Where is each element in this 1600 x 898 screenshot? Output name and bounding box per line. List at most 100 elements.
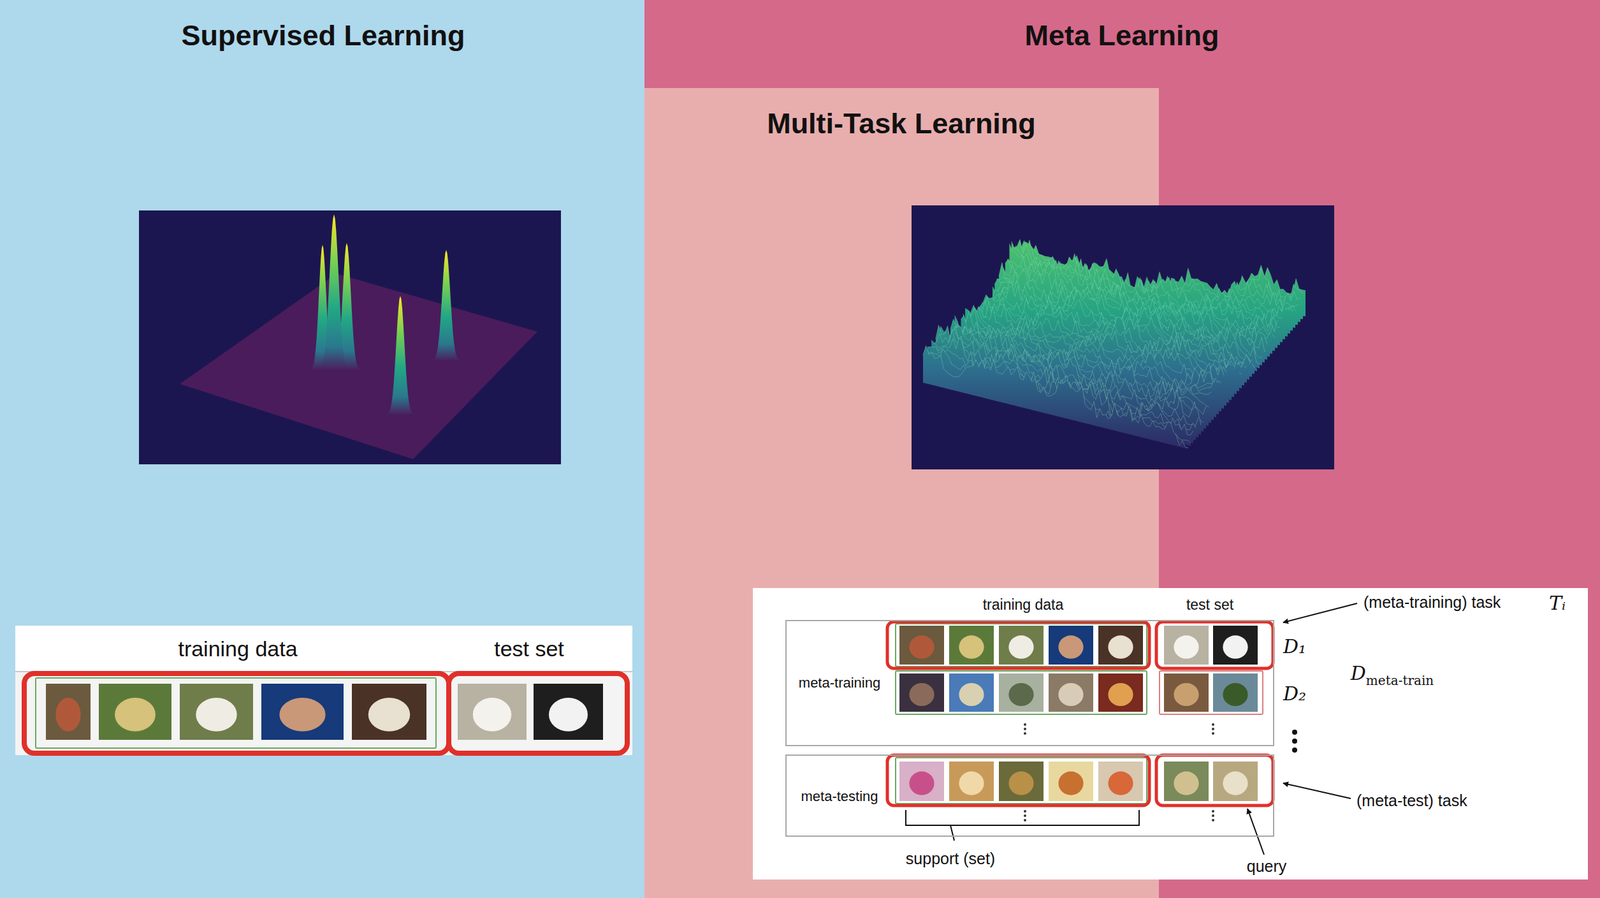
- column-header: training data: [177, 636, 298, 662]
- panel-title: Multi-Task Learning: [766, 107, 1036, 141]
- thumbnail-subject: [1107, 682, 1133, 706]
- thumbnail-subject: [1173, 771, 1199, 795]
- thumbnail-image: [1213, 673, 1258, 712]
- ground-plane: [179, 273, 538, 459]
- row-label: meta-testing: [800, 787, 878, 804]
- thumbnail-subject: [548, 697, 588, 732]
- highlight-frame: [1156, 754, 1273, 806]
- thumbnail-subject: [1107, 634, 1133, 659]
- panel-title: Meta Learning: [1024, 19, 1219, 53]
- thumbnail-subject: [1008, 634, 1034, 659]
- thumbnail-image: [1098, 625, 1143, 665]
- thumbnail-subject: [909, 682, 934, 706]
- ellipsis-dot: [1211, 809, 1215, 813]
- thumbnail-subject: [958, 771, 984, 795]
- supervised-panel: Supervised Learning training data test set: [0, 0, 645, 898]
- thumbnail-image: [899, 761, 945, 801]
- ellipsis-dot: [1023, 814, 1027, 817]
- math-symbol: Tᵢ: [1549, 592, 1566, 615]
- peak-spike: [314, 214, 352, 370]
- thumbnail-subject: [1173, 634, 1199, 659]
- ellipsis-dot: [1023, 818, 1027, 822]
- thumbnail-subject: [1107, 771, 1133, 795]
- meta-testing-row: meta-testing: [785, 754, 1275, 837]
- symbol-letter: D: [1350, 661, 1367, 684]
- thumbnail-subject: [114, 697, 156, 732]
- thumbnail-image: [1163, 625, 1209, 665]
- thumbnail-image: [1213, 625, 1258, 665]
- data-split-figure: training data test set: [15, 625, 633, 755]
- meta-data-figure: training datatest setmeta-trainingmeta-t…: [752, 587, 1588, 880]
- thumbnail-subject: [1058, 771, 1084, 795]
- ellipsis-dot: [1292, 738, 1298, 744]
- math-symbol: Dmeta-train: [1350, 662, 1434, 685]
- thumbnail-image: [949, 761, 994, 801]
- thumbnail-image: [949, 625, 994, 665]
- math-symbol: D₁: [1283, 635, 1307, 658]
- thumbnail-image: [1048, 761, 1094, 801]
- thumbnail-image: [998, 761, 1044, 801]
- symbol-subscript: meta-train: [1366, 672, 1434, 688]
- thumbnail-subject: [1222, 634, 1248, 659]
- peak-spike: [383, 295, 418, 415]
- callout-label: (meta-test) task: [1356, 791, 1468, 810]
- thumbnail-image: [351, 683, 427, 740]
- column-header: training data: [982, 596, 1064, 613]
- image-strip: [15, 671, 633, 755]
- ellipsis-dot: [1292, 747, 1298, 753]
- thumbnail-image: [949, 673, 994, 712]
- thumbnail-image: [1048, 673, 1094, 712]
- ellipsis-dot: [1023, 731, 1027, 735]
- row-label: meta-training: [798, 674, 881, 691]
- thumbnail-subject: [1173, 682, 1199, 706]
- leader-arrow: [1283, 603, 1358, 623]
- ellipsis-dot: [1292, 729, 1298, 735]
- thumbnail-image: [998, 625, 1044, 665]
- leader-arrow: [1247, 808, 1265, 855]
- thumbnail-subject: [472, 697, 512, 732]
- meta-learning-panel: Meta LearningMulti-Task Learning training…: [644, 0, 1600, 898]
- thumbnail-image: [98, 683, 172, 740]
- thumbnail-image: [899, 673, 945, 712]
- thumbnail-image: [1098, 673, 1143, 712]
- ellipsis-dot: [1211, 731, 1215, 735]
- training-frame: [895, 670, 1147, 714]
- thumbnail-image: [457, 683, 527, 740]
- thumbnail-image: [261, 683, 344, 740]
- meta-training-row: meta-training: [785, 619, 1275, 746]
- highlight-frame: [24, 673, 449, 753]
- thumbnail-subject: [195, 697, 237, 732]
- thumbnail-image: [533, 683, 604, 740]
- column-header: test set: [494, 636, 565, 662]
- ellipsis-dot: [1023, 727, 1027, 730]
- thumbnail-subject: [368, 697, 411, 732]
- thumbnail-image: [1213, 761, 1258, 801]
- thumbnail-image: [1098, 761, 1143, 801]
- training-frame: [895, 757, 1147, 804]
- thumbnail-subject: [1058, 634, 1084, 659]
- training-frame: [895, 623, 1147, 667]
- thumbnail-subject: [1058, 682, 1084, 706]
- ellipsis-dot: [1211, 722, 1215, 726]
- callout-label: (meta-training) task: [1363, 592, 1501, 612]
- plot-background: [911, 205, 1335, 470]
- thumbnail-subject: [1008, 771, 1034, 795]
- thumbnail-subject: [55, 697, 81, 732]
- panel-title: Supervised Learning: [181, 19, 465, 53]
- ellipsis-dot: [1211, 727, 1215, 730]
- thumbnail-subject: [958, 682, 984, 706]
- thumbnail-subject: [279, 697, 326, 732]
- thumbnail-image: [998, 673, 1044, 712]
- plot-background: [138, 210, 561, 465]
- highlight-frame: [887, 621, 1150, 669]
- thumbnail-image: [1163, 673, 1209, 712]
- test-frame: [1159, 670, 1263, 714]
- math-symbol: D₂: [1283, 682, 1307, 706]
- ridge-highlight: [923, 345, 1189, 448]
- highlight-frame: [448, 673, 628, 753]
- highlight-frame: [1156, 621, 1273, 669]
- thumbnail-subject: [1222, 682, 1248, 706]
- surface-ridge: [923, 345, 1189, 449]
- peak-spike: [429, 249, 464, 361]
